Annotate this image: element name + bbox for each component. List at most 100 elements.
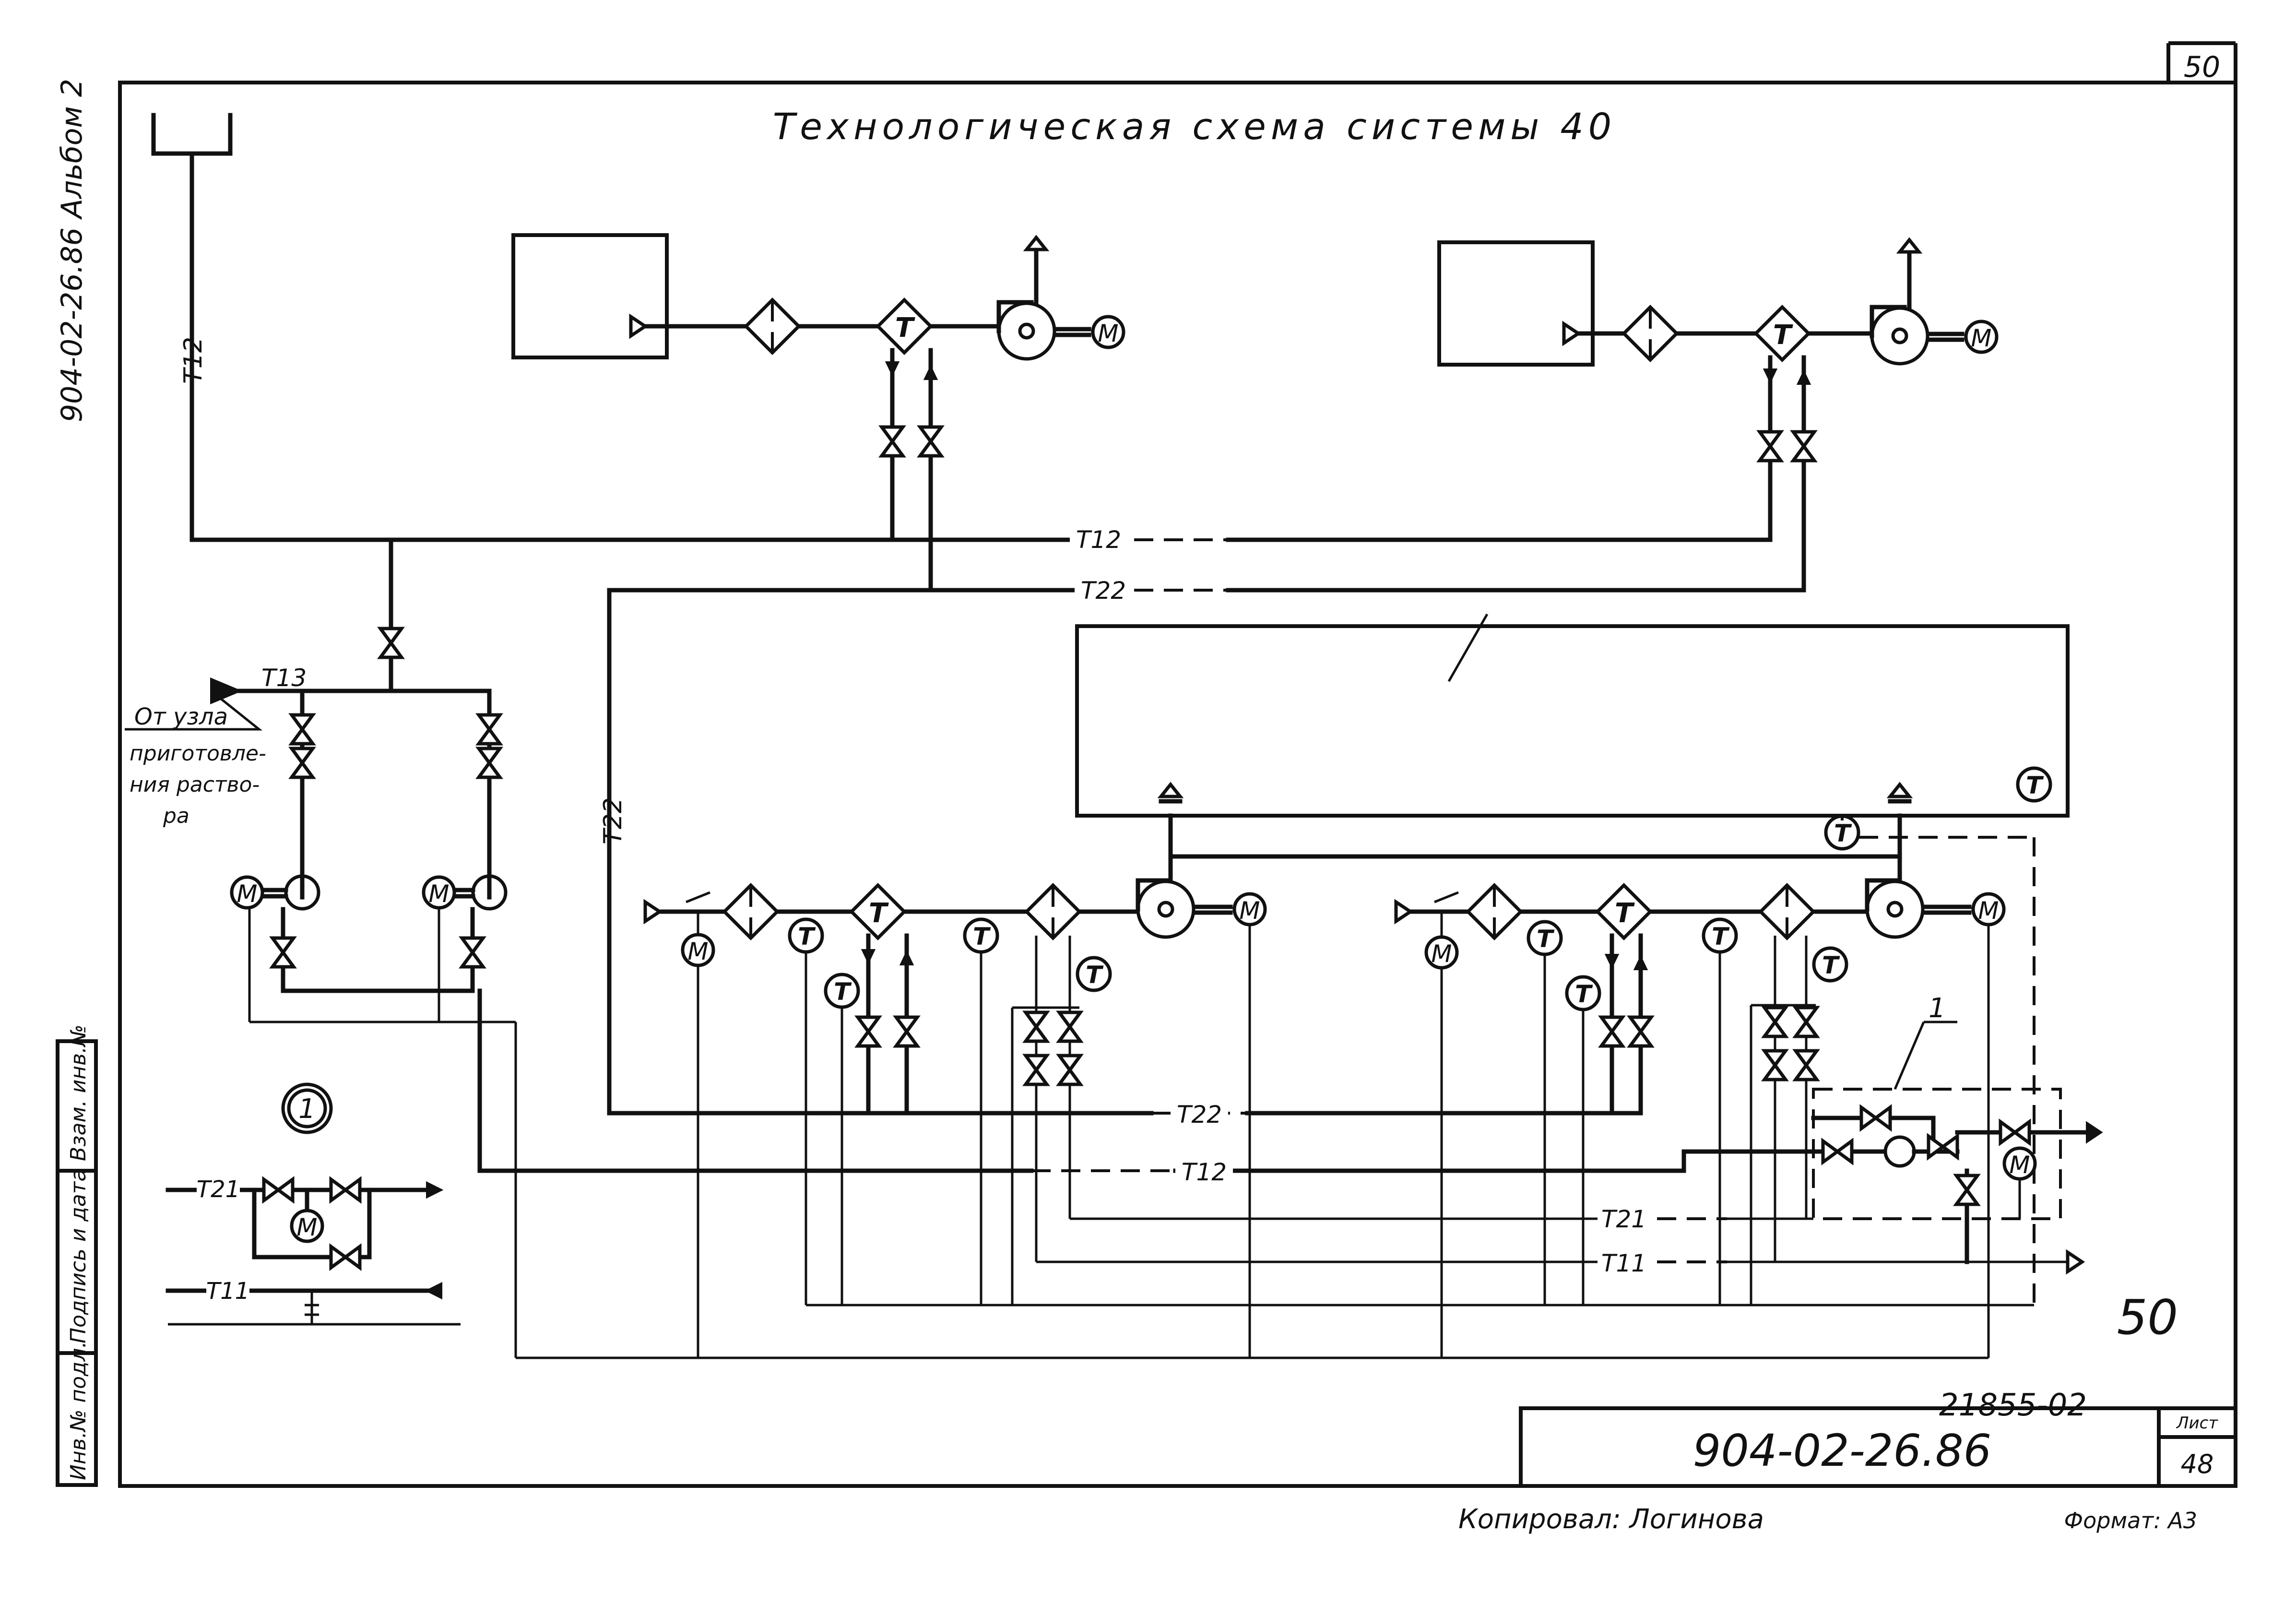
upper-left-intake-icon <box>629 313 649 339</box>
lower-left-intake-icon <box>643 899 663 925</box>
mixing-unit-callout: 1 <box>1929 993 1946 1024</box>
stamp-inventory-label: Инв.№ подл. <box>66 1341 91 1480</box>
lower-left-fan-icon <box>1138 880 1194 937</box>
lower-left-heater1-valve-a-icon <box>858 1017 879 1046</box>
t12-riser-label: Т12 <box>179 337 208 384</box>
source-note-line3: ния раство- <box>130 772 260 797</box>
svg-text:50: 50 <box>2184 50 2220 84</box>
legend-detail: 1 Т21 М Т11 <box>166 1082 461 1326</box>
t22-bottom-label: Т22 <box>1177 1101 1222 1129</box>
upper-right-supply-valve-icon <box>1760 432 1781 461</box>
t12-top-line: Т12 <box>189 523 1773 554</box>
sheet-number: 48 <box>2181 1449 2214 1479</box>
upper-right-chamber <box>1437 240 1595 367</box>
lower-right-heater1-valve-b-icon <box>1630 1017 1651 1046</box>
t22-bottom-line: Т22 <box>607 1099 1643 1129</box>
pump2-discharge-valve-icon <box>462 938 483 967</box>
mixing-check-valve-icon <box>1929 1136 1957 1157</box>
t21-bottom-line: Т21 <box>1070 1204 1813 1233</box>
lower-right-filter-icon <box>1468 885 1521 938</box>
svg-text:Т: Т <box>1822 951 1840 979</box>
chamber-mark <box>1447 613 1489 682</box>
pump2-valve-b-icon <box>479 749 500 777</box>
pump1-valve-a-icon <box>292 715 313 744</box>
svg-text:Т: Т <box>1712 923 1730 951</box>
svg-text:М: М <box>1978 897 1999 925</box>
svg-text:М: М <box>2009 1151 2030 1179</box>
main-chamber: Т Т <box>1075 613 2070 1305</box>
t12-bottom-line: Т12 <box>477 1149 1816 1186</box>
t22-vertical-label: Т22 <box>599 797 627 844</box>
drawing-frame <box>118 41 2237 1488</box>
mixing-outlet-arrow-icon <box>2086 1121 2103 1144</box>
t22-top-line: Т22 Т22 <box>599 576 1806 1116</box>
legend-t21-label: Т21 <box>197 1176 240 1203</box>
upper-left-supply-valve-icon <box>882 427 903 456</box>
mixing-inlet-valve-icon <box>1823 1141 1852 1162</box>
svg-text:Т: Т <box>1537 925 1555 953</box>
source-note-line4: ра <box>163 804 189 828</box>
upper-right-unit: Т М <box>1437 237 1997 593</box>
control-bus-lines <box>516 1304 2034 1359</box>
svg-text:Т: Т <box>834 978 852 1006</box>
sheet-format: Формат: А3 <box>2064 1508 2197 1533</box>
lower-right-fan-icon <box>1867 880 1923 937</box>
legend-callout-number: 1 <box>298 1093 316 1125</box>
legend-valve-b-icon <box>331 1179 360 1200</box>
t12-bottom-label: Т12 <box>1182 1158 1227 1186</box>
svg-text:Т: Т <box>1773 320 1793 351</box>
mixing-drain-valve-icon <box>1956 1176 1977 1204</box>
t11-outlet-arrow-icon <box>2066 1249 2085 1275</box>
svg-text:М: М <box>687 938 708 965</box>
upper-right-return-valve-icon <box>1793 432 1814 461</box>
stamp-signature-label: Подпись и дата <box>66 1169 91 1343</box>
title-block: 50 21855-02 904-02-26.86 Лист 48 Копиров… <box>1458 1289 2237 1535</box>
svg-text:М: М <box>237 880 257 908</box>
side-stamp: Инв.№ подл. Подпись и дата Взам. инв.№ <box>56 1024 98 1487</box>
lower-left-heater2-valve-a-icon <box>1026 1012 1047 1041</box>
t11-bottom-line: Т11 <box>1036 1248 2085 1277</box>
pump-station-inlet-valve-icon <box>380 629 402 657</box>
pump1-discharge-valve-icon <box>272 938 294 967</box>
legend-valve-a-icon <box>264 1179 293 1200</box>
svg-text:Т: Т <box>973 923 991 951</box>
lower-right-intake-icon <box>1394 899 1414 925</box>
copied-by: Копировал: Логинова <box>1458 1504 1764 1535</box>
lower-right-heater2-valve-a-icon <box>1764 1008 1786 1036</box>
pump2-icon <box>473 876 506 909</box>
svg-text:Т: Т <box>1615 898 1635 929</box>
svg-text:М: М <box>1239 897 1260 925</box>
legend-bypass-valve-icon <box>331 1247 360 1268</box>
svg-text:Т: Т <box>1086 961 1104 989</box>
upper-right-intake-icon <box>1562 321 1582 346</box>
header-tank <box>151 113 233 156</box>
mixing-unit-leader <box>1894 1022 1925 1090</box>
upper-right-fan-icon <box>1872 307 1928 364</box>
mixing-bypass-valve-icon <box>1861 1107 1890 1129</box>
lower-left-heater1-valve-b-icon <box>896 1017 917 1046</box>
lower-right-heater2-valve-b-icon <box>1796 1008 1817 1036</box>
pump1-valve-b-icon <box>292 749 313 777</box>
t22-top-label: Т22 <box>1081 577 1126 605</box>
stamp-replace-label: Взам. инв.№ <box>66 1024 91 1161</box>
svg-text:Т: Т <box>1834 820 1852 847</box>
pump-station: Т13 От узла приготовле- ния раство- ра М… <box>125 537 517 1358</box>
lower-right-heater2-valve-d-icon <box>1796 1051 1817 1080</box>
legend-t11-label: Т11 <box>206 1278 249 1305</box>
album-label: 904-02-26.86 Альбом 2 <box>55 79 89 422</box>
lower-right-heater2-icon <box>1761 885 1813 938</box>
svg-text:М: М <box>1971 324 1991 352</box>
t13-label: Т13 <box>261 664 307 692</box>
upper-left-filter-icon <box>746 300 799 353</box>
pump1-icon <box>286 876 319 909</box>
svg-text:Т: Т <box>1575 980 1593 1008</box>
legend-t11-arrow-icon <box>425 1282 442 1300</box>
pump2-valve-a-icon <box>479 715 500 744</box>
source-note-line2: приготовле- <box>130 741 266 766</box>
drawing-code: 904-02-26.86 <box>1693 1425 1991 1476</box>
svg-text:М: М <box>1431 940 1452 968</box>
source-note-leader <box>125 690 263 731</box>
upper-right-exhaust-icon <box>1896 237 1923 254</box>
svg-text:М: М <box>296 1213 317 1241</box>
